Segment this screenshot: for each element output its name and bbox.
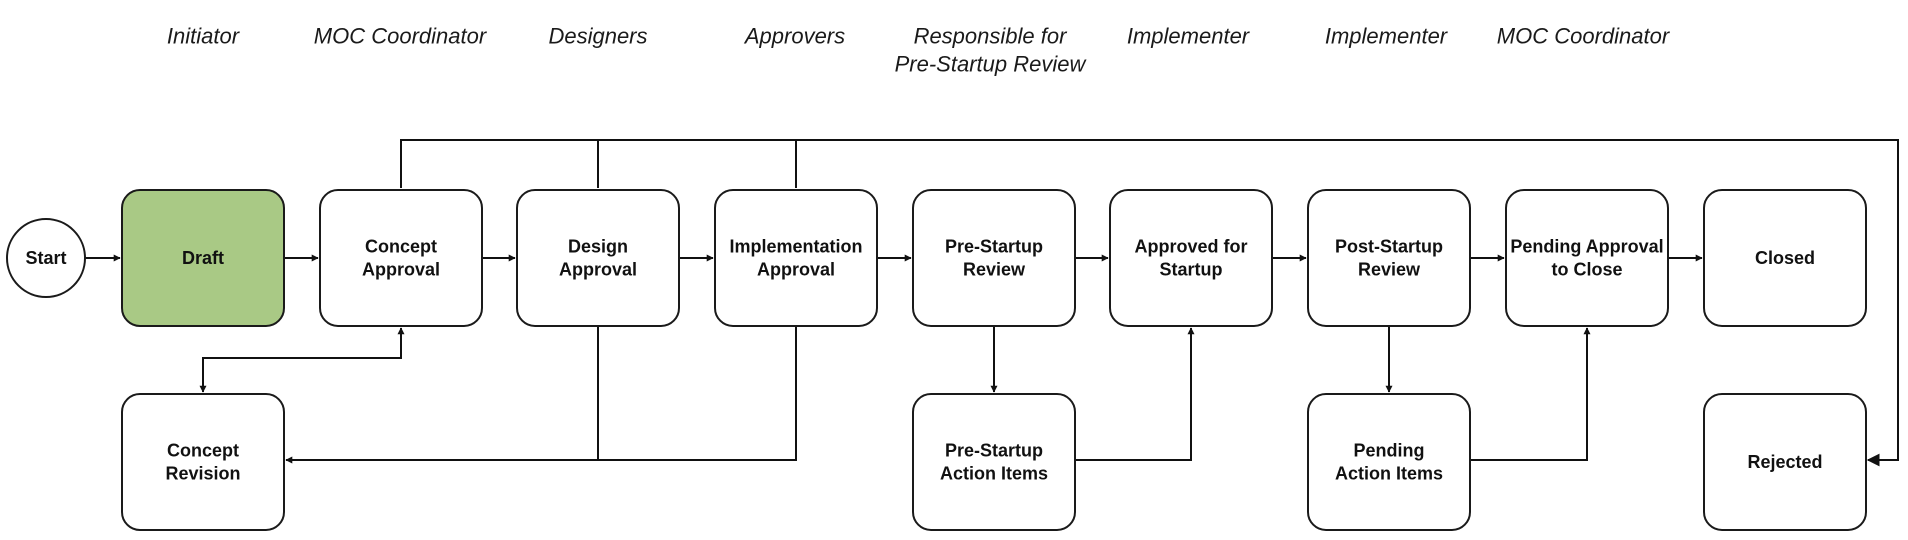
node-label-start: Start <box>25 248 66 268</box>
role-label-moc-coordinator-1: MOC Coordinator <box>314 24 488 49</box>
node-shape-design-approval <box>516 189 680 327</box>
node-shape-draft <box>121 189 285 327</box>
node-label-implementation-approval-line-2: Approval <box>757 260 835 280</box>
node-label-draft: Draft <box>182 248 224 268</box>
node-shape-pre-startup-action-items <box>912 393 1076 531</box>
node-shape-implementation-approval <box>714 189 878 327</box>
node-shape-approved-for-startup <box>1109 189 1273 327</box>
connectors-layer <box>85 139 1899 467</box>
node-label-design-approval-line-2: Approval <box>559 260 637 280</box>
node-label-post-startup-review-line-1: Post-Startup <box>1335 237 1443 257</box>
node-label-pending-approval-to-close-line-2: to Close <box>1551 260 1622 280</box>
node-shape-pending-action-items <box>1307 393 1471 531</box>
node-closed: Closed <box>1703 189 1867 327</box>
role-label-pre-startup-review-responsible-line-2: Pre-Startup Review <box>895 52 1088 77</box>
node-draft: Draft <box>121 189 285 327</box>
node-shape-pre-startup-review <box>912 189 1076 327</box>
node-label-design-approval-line-1: Design <box>568 237 628 257</box>
node-shape-concept-revision <box>121 393 285 531</box>
role-labels-layer: Initiator MOC Coordinator Designers Approve… <box>167 24 1671 77</box>
node-label-pending-action-items-line-2: Action Items <box>1335 464 1443 484</box>
node-shape-pending-approval-to-close <box>1505 189 1669 327</box>
node-label-pending-approval-to-close-line-1: Pending Approval <box>1510 237 1663 257</box>
node-label-pre-startup-review-line-1: Pre-Startup <box>945 237 1043 257</box>
connector-pre-startup-action-items-to-approved-for-startup <box>1075 327 1195 461</box>
node-shape-post-startup-review <box>1307 189 1471 327</box>
node-label-concept-revision-line-1: Concept <box>167 441 239 461</box>
node-shape-start <box>6 218 86 298</box>
node-label-pre-startup-review-line-2: Review <box>963 260 1026 280</box>
node-label-pending-action-items-line-1: Pending <box>1354 441 1425 461</box>
role-label-implementer-2: Implementer <box>1325 24 1449 49</box>
role-label-approvers: Approvers <box>743 24 845 49</box>
role-label-designers: Designers <box>548 24 647 49</box>
node-label-concept-revision-line-2: Revision <box>165 464 240 484</box>
role-label-pre-startup-review-responsible-line-1: Responsible for <box>914 24 1069 49</box>
node-pending-approval-to-close: Pending Approval to Close <box>1505 189 1669 327</box>
role-label-moc-coordinator-2: MOC Coordinator <box>1497 24 1671 49</box>
node-label-implementation-approval-line-1: Implementation <box>729 237 862 257</box>
node-label-concept-approval-line-2: Approval <box>362 260 440 280</box>
connector-pending-action-items-to-pending-approval-to-close <box>1470 327 1591 461</box>
connector-concept-approval-concept-revision <box>199 327 405 393</box>
role-label-initiator: Initiator <box>167 24 241 49</box>
node-label-approved-for-startup-line-1: Approved for <box>1134 237 1247 257</box>
connector-approvals-to-rejected <box>400 139 1899 467</box>
node-label-approved-for-startup-line-2: Startup <box>1160 260 1223 280</box>
node-shape-closed <box>1703 189 1867 327</box>
connector-design-approval-to-concept-revision <box>285 326 599 464</box>
node-start: Start <box>6 218 86 298</box>
node-shape-concept-approval <box>319 189 483 327</box>
node-label-post-startup-review-line-2: Review <box>1358 260 1421 280</box>
node-label-rejected: Rejected <box>1747 452 1822 472</box>
connector-implementation-approval-to-concept-revision <box>598 326 797 461</box>
node-label-concept-approval-line-1: Concept <box>365 237 437 257</box>
node-rejected: Rejected <box>1703 393 1867 531</box>
node-label-closed: Closed <box>1755 248 1815 268</box>
node-label-pre-startup-action-items-line-1: Pre-Startup <box>945 441 1043 461</box>
node-label-pre-startup-action-items-line-2: Action Items <box>940 464 1048 484</box>
role-label-implementer-1: Implementer <box>1127 24 1251 49</box>
node-shape-rejected <box>1703 393 1867 531</box>
